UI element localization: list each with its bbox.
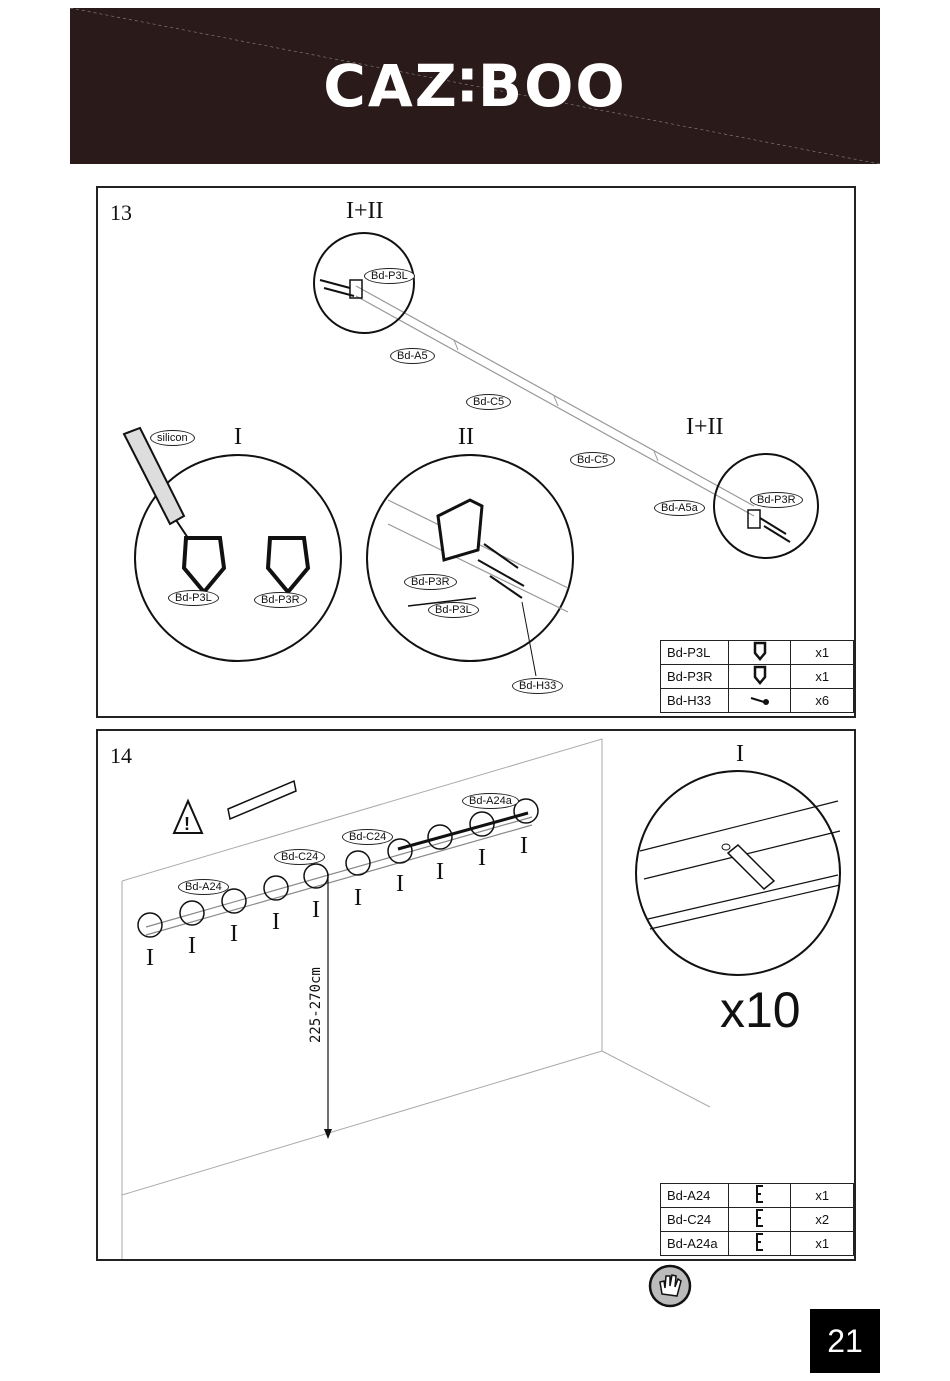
glove-icon <box>648 1264 692 1313</box>
tag-bd-a24a: Bd-A24a <box>462 793 519 809</box>
bracket-right-icon <box>728 665 791 689</box>
table-row: Bd-P3L x1 <box>661 641 854 665</box>
height-dimension: 225-270cm <box>308 967 324 1043</box>
tag-bd-a5a: Bd-A5a <box>654 500 705 516</box>
tag-bd-a5: Bd-A5 <box>390 348 435 364</box>
tag-bd-c24-1: Bd-C24 <box>274 849 325 865</box>
screw-icon <box>728 689 791 713</box>
tag-bd-p3l-ii: Bd-P3L <box>428 602 479 618</box>
part-qty: x1 <box>791 1232 854 1256</box>
hook-icon <box>728 1184 791 1208</box>
step-13-drawing <box>98 188 854 716</box>
tag-bd-h33: Bd-H33 <box>512 678 563 694</box>
svg-text:!: ! <box>184 814 190 834</box>
mark-label: I <box>230 921 238 948</box>
tag-bd-a24: Bd-A24 <box>178 879 229 895</box>
table-row: Bd-P3R x1 <box>661 665 854 689</box>
step-13-panel: 13 I+II I+II I II <box>96 186 856 718</box>
part-name: Bd-P3R <box>661 665 729 689</box>
tag-silicon: silicon <box>150 430 195 446</box>
part-name: Bd-A24 <box>661 1184 729 1208</box>
table-row: Bd-A24 x1 <box>661 1184 854 1208</box>
tag-bd-c24-2: Bd-C24 <box>342 829 393 845</box>
part-qty: x1 <box>791 665 854 689</box>
part-qty: x2 <box>791 1208 854 1232</box>
tag-bd-p3r-ii: Bd-P3R <box>404 574 457 590</box>
part-name: Bd-C24 <box>661 1208 729 1232</box>
part-name: Bd-H33 <box>661 689 729 713</box>
quantity-multiplier: x10 <box>720 981 801 1039</box>
part-name: Bd-P3L <box>661 641 729 665</box>
mark-label: I <box>396 871 404 898</box>
tag-bd-c5-1: Bd-C5 <box>466 394 511 410</box>
tag-bd-c5-2: Bd-C5 <box>570 452 615 468</box>
step-14-parts-table: Bd-A24 x1 Bd-C24 x2 Bd-A24a x1 <box>660 1183 854 1256</box>
mark-label: I <box>272 909 280 936</box>
step-14-panel: 14 I ! I I <box>96 729 856 1261</box>
mark-label: I <box>436 859 444 886</box>
mark-label: I <box>312 897 320 924</box>
table-row: Bd-A24a x1 <box>661 1232 854 1256</box>
page-number: 21 <box>810 1309 880 1373</box>
brand-header: CAZ∶BOO <box>70 8 880 164</box>
tag-bd-p3l-i: Bd-P3L <box>168 590 219 606</box>
tag-bd-p3r-right: Bd-P3R <box>750 492 803 508</box>
mark-label: I <box>478 845 486 872</box>
hook-icon <box>728 1208 791 1232</box>
mark-label: I <box>520 833 528 860</box>
part-qty: x1 <box>791 641 854 665</box>
part-qty: x1 <box>791 1184 854 1208</box>
mark-label: I <box>188 933 196 960</box>
mark-label: I <box>146 945 154 972</box>
table-row: Bd-C24 x2 <box>661 1208 854 1232</box>
part-name: Bd-A24a <box>661 1232 729 1256</box>
brand-logo: CAZ∶BOO <box>70 52 880 120</box>
hook-icon <box>728 1232 791 1256</box>
table-row: Bd-H33 x6 <box>661 689 854 713</box>
step-13-parts-table: Bd-P3L x1 Bd-P3R x1 Bd-H33 x6 <box>660 640 854 713</box>
bracket-left-icon <box>728 641 791 665</box>
tag-bd-p3l-top: Bd-P3L <box>364 268 415 284</box>
mark-label: I <box>354 885 362 912</box>
part-qty: x6 <box>791 689 854 713</box>
tag-bd-p3r-i: Bd-P3R <box>254 592 307 608</box>
